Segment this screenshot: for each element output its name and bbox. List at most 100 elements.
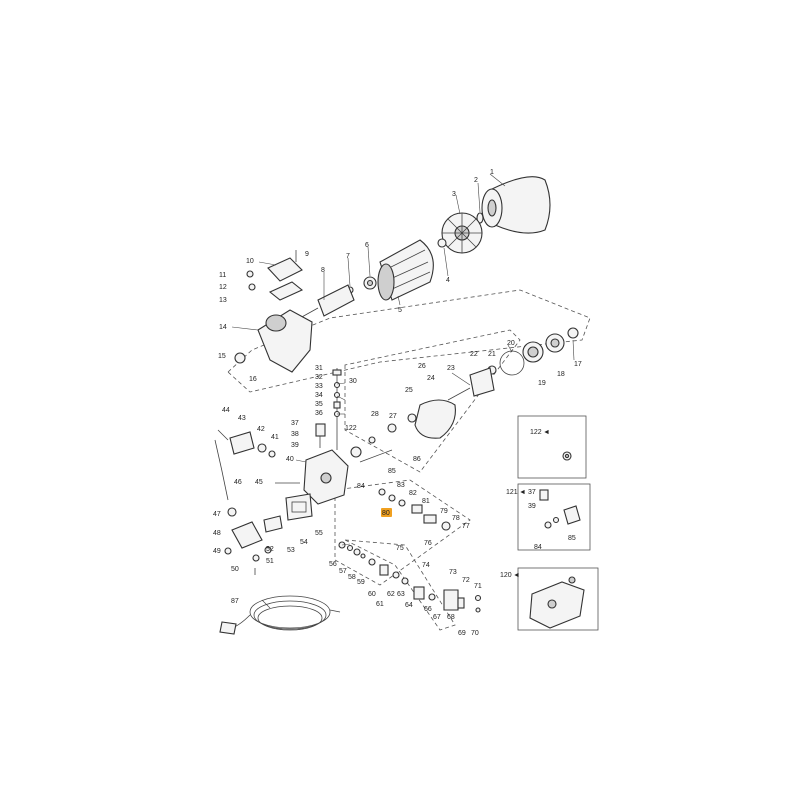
label-45[interactable]: 45 [255,479,263,486]
label-84[interactable]: 84 [357,483,365,490]
label-60[interactable]: 60 [368,591,376,598]
label-66[interactable]: 66 [424,606,432,613]
label-24[interactable]: 24 [427,375,435,382]
label-16[interactable]: 16 [249,376,257,383]
part-wobble-plate [387,365,497,439]
label-46[interactable]: 46 [234,479,242,486]
label-83[interactable]: 83 [397,482,405,489]
label-36[interactable]: 36 [315,410,323,417]
label-15[interactable]: 15 [218,353,226,360]
label-42[interactable]: 42 [257,426,265,433]
label-54[interactable]: 54 [300,539,308,546]
label-23[interactable]: 23 [447,365,455,372]
label-35[interactable]: 35 [315,401,323,408]
label-19[interactable]: 19 [538,380,546,387]
label-2[interactable]: 2 [474,177,478,184]
label-67[interactable]: 67 [433,614,441,621]
label-40[interactable]: 40 [286,456,294,463]
label-37[interactable]: 37 [291,420,299,427]
label-47[interactable]: 47 [213,511,221,518]
label-71[interactable]: 71 [474,583,482,590]
label-48[interactable]: 48 [213,530,221,537]
label-7[interactable]: 7 [346,253,350,260]
label-59[interactable]: 59 [357,579,365,586]
label-9[interactable]: 9 [305,251,309,258]
label-61[interactable]: 61 [376,601,384,608]
label-69[interactable]: 69 [458,630,466,637]
label-4[interactable]: 4 [446,277,450,284]
label-85[interactable]: 85 [388,468,396,475]
label-76[interactable]: 76 [424,540,432,547]
label-41[interactable]: 41 [271,434,279,441]
label-72[interactable]: 72 [462,577,470,584]
label-44[interactable]: 44 [222,407,230,414]
inset-label-121[interactable]: 121 [506,489,518,496]
label-10[interactable]: 10 [246,258,254,265]
label-56[interactable]: 56 [329,561,337,568]
label-73[interactable]: 73 [449,569,457,576]
label-33[interactable]: 33 [315,383,323,390]
inset-label-37[interactable]: 37 [528,489,536,496]
leader-lines [231,173,575,609]
label-49[interactable]: 49 [213,548,221,555]
label-53[interactable]: 53 [287,547,295,554]
label-8[interactable]: 8 [321,267,325,274]
label-11[interactable]: 11 [219,272,226,279]
label-22[interactable]: 22 [470,351,478,358]
inset-label-84[interactable]: 84 [534,544,542,551]
label-68[interactable]: 68 [447,614,455,621]
label-18[interactable]: 18 [557,371,565,378]
inset-label-122[interactable]: 122 [530,429,542,436]
label-38[interactable]: 38 [291,431,299,438]
label-122[interactable]: 122 [345,425,357,432]
label-77[interactable]: 77 [462,523,470,530]
inset-label-85[interactable]: 85 [568,535,576,542]
label-75[interactable]: 75 [396,545,404,552]
label-43[interactable]: 43 [238,415,246,422]
inset-label-39[interactable]: 39 [528,503,536,510]
label-25[interactable]: 25 [405,387,413,394]
label-50[interactable]: 50 [231,566,239,573]
label-1[interactable]: 1 [490,169,494,176]
label-13[interactable]: 13 [219,297,227,304]
label-80[interactable]: 80 [382,510,390,517]
label-34[interactable]: 34 [315,392,323,399]
label-3[interactable]: 3 [452,191,456,198]
inset-arrow-122: ◄ [543,429,550,436]
label-39[interactable]: 39 [291,442,299,449]
label-28[interactable]: 28 [371,411,379,418]
label-31[interactable]: 31 [315,365,323,372]
label-20[interactable]: 20 [507,340,515,347]
label-21[interactable]: 21 [488,351,496,358]
label-27[interactable]: 27 [389,413,397,420]
label-82[interactable]: 82 [409,490,417,497]
label-5[interactable]: 5 [398,307,402,314]
label-63[interactable]: 63 [397,591,405,598]
label-74[interactable]: 74 [422,562,430,569]
label-55[interactable]: 55 [315,530,323,537]
label-30[interactable]: 30 [349,378,357,385]
label-79[interactable]: 79 [440,508,448,515]
label-14[interactable]: 14 [219,324,227,331]
label-81[interactable]: 81 [422,498,430,505]
label-52[interactable]: 52 [266,546,274,553]
part-terminal-box [246,250,304,301]
label-6[interactable]: 6 [365,242,369,249]
label-26[interactable]: 26 [418,363,426,370]
label-57[interactable]: 57 [339,568,347,575]
inset-label-120[interactable]: 120 [500,572,512,579]
label-78[interactable]: 78 [452,515,460,522]
label-58[interactable]: 58 [348,574,356,581]
label-12[interactable]: 12 [219,284,227,291]
label-64[interactable]: 64 [405,602,413,609]
label-62[interactable]: 62 [387,591,395,598]
part-washer-2 [476,212,484,224]
part-inlet-fitting [217,429,276,458]
label-32[interactable]: 32 [315,374,323,381]
label-70[interactable]: 70 [471,630,479,637]
label-17[interactable]: 17 [574,361,582,368]
highlight-80-box [381,508,392,517]
label-87[interactable]: 87 [231,598,239,605]
label-86[interactable]: 86 [413,456,421,463]
label-51[interactable]: 51 [266,558,274,565]
